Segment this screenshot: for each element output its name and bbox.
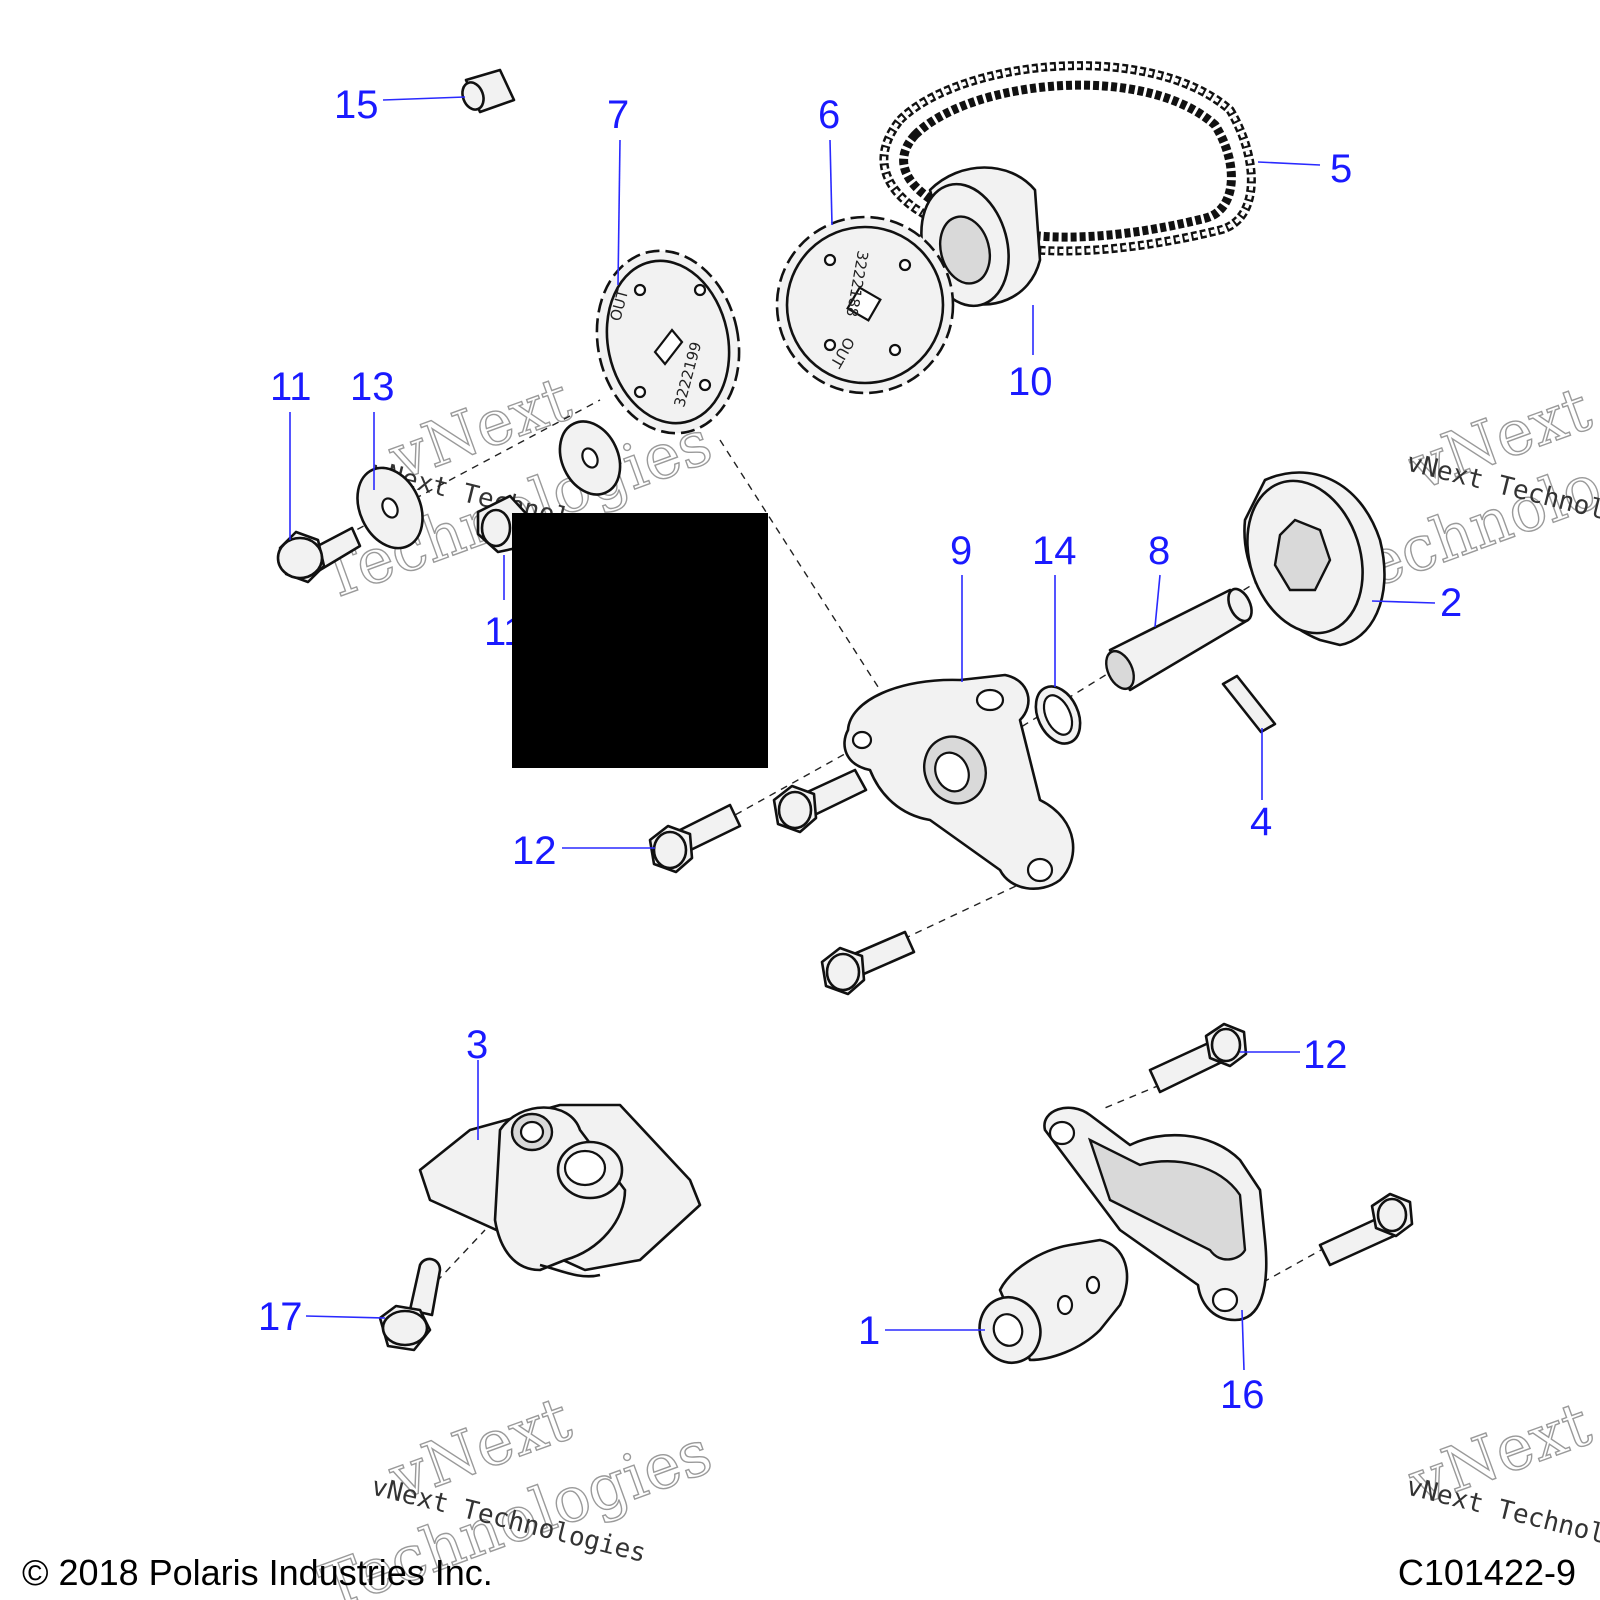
callout-3: 3 (466, 1023, 488, 1067)
callout-15: 15 (334, 83, 379, 127)
axis-sprocket-to-pump (719, 439, 881, 691)
callout-12a: 12 (512, 829, 557, 873)
leader-6 (829, 139, 833, 226)
copyright-notice: © 2018 Polaris Industries Inc. (22, 1552, 493, 1593)
watermark-bottom-right: vNext vNext Technologies (1399, 1386, 1600, 1569)
part-12-bolt-second (772, 768, 868, 834)
callout-14: 14 (1032, 529, 1077, 573)
part-1-regulator-valve (978, 1238, 1129, 1364)
part-10-chain-guide (920, 166, 1042, 308)
part-4-pin (1221, 674, 1277, 734)
leader-2 (1371, 600, 1436, 604)
axis-bolt-left (689, 739, 871, 841)
leader-15 (382, 96, 466, 101)
part-12-cover-bolt-right (1318, 1192, 1414, 1267)
part-6-sprocket: OUT 3222188 (775, 215, 955, 395)
part-12-bolt (648, 803, 742, 874)
callout-7: 7 (607, 93, 629, 137)
callout-2: 2 (1440, 581, 1462, 625)
part-13-washer-second (558, 420, 622, 496)
part-8-pump-shaft (1105, 587, 1253, 692)
leader-5 (1257, 161, 1321, 166)
part-17-bolt (378, 1257, 442, 1352)
callout-6: 6 (818, 93, 840, 137)
leader-lines (289, 96, 1436, 1371)
callout-12b: 12 (1303, 1033, 1348, 1077)
part-15-dowel (461, 68, 516, 114)
part-11-flange-bolt (276, 526, 362, 584)
part-2-pump-rotor (1243, 471, 1386, 647)
part-9-oil-pump-body (843, 673, 1075, 890)
callouts: 15 7 6 5 10 11 13 11 9 14 8 2 4 12 3 12 … (258, 83, 1462, 1417)
leader-7 (617, 139, 621, 286)
axis-cover-bolt-top (1099, 1084, 1161, 1111)
drawing-number: C101422-9 (1397, 1552, 1576, 1593)
part-12-bolt-third (820, 930, 916, 996)
part-12-cover-bolt-top (1148, 1022, 1248, 1094)
callout-11a: 11 (270, 365, 312, 409)
callout-13: 13 (350, 365, 395, 409)
callout-1: 1 (858, 1309, 880, 1353)
callout-8: 8 (1148, 529, 1170, 573)
redaction-block (512, 513, 768, 768)
callout-16: 16 (1220, 1373, 1265, 1417)
part-3-tensioner-housing (418, 1103, 702, 1278)
callout-5: 5 (1330, 147, 1352, 191)
part-16-pump-cover (1043, 1106, 1268, 1322)
callout-17: 17 (258, 1295, 303, 1339)
callout-10: 10 (1008, 360, 1053, 404)
leader-16 (1241, 1309, 1245, 1371)
leader-8 (1154, 574, 1161, 628)
leader-17 (305, 1315, 386, 1319)
callout-9: 9 (950, 529, 972, 573)
part-7-sprocket: OUT 3222199 (595, 249, 741, 435)
callout-4: 4 (1250, 800, 1272, 844)
part-14-o-ring (1034, 685, 1082, 745)
